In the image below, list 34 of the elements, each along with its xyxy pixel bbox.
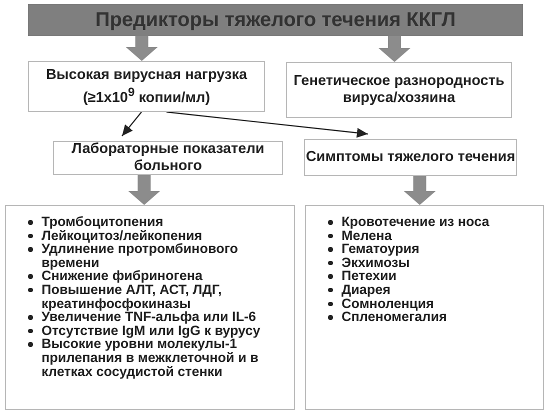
list-item: Снижение фибриногена xyxy=(42,269,203,283)
list-item: Мелена xyxy=(342,228,392,242)
list-item: Отсутствие IgM или IgG к вурусу xyxy=(42,324,260,338)
node-label: Высокая вирусная нагрузка (≥1x10$^{9}$ копии/мл) xyxy=(44,66,248,106)
list-item: Диарея xyxy=(342,282,391,297)
process-box xyxy=(304,139,517,176)
list-item: Удлинение протромбинового времени xyxy=(42,242,240,270)
node-label: Симптомы тяжелого течения xyxy=(306,149,516,166)
arrow xyxy=(122,112,142,136)
list-item: Петехии xyxy=(342,269,397,283)
list-item: Лейкоцитоз/лейкопения xyxy=(42,228,202,242)
list-box xyxy=(305,205,544,410)
list-item: Тромбоцитопения xyxy=(42,215,164,229)
list-item: Кровотечение из носа xyxy=(342,215,490,229)
node-label: Лабораторные показатели больного xyxy=(70,141,266,175)
list-item: Увеличение TNF-альфа или IL-6 xyxy=(42,310,256,324)
block-arrow xyxy=(404,176,436,205)
block-arrow xyxy=(128,175,160,205)
list-item: Повышение АЛТ, АСТ, ЛДГ, креатинфосфокиназы xyxy=(42,282,223,310)
node-label: Генетическое разнородность вируса/хозяина xyxy=(292,73,506,107)
list-box xyxy=(5,205,295,410)
block-arrow xyxy=(126,36,158,61)
process-box xyxy=(53,141,283,175)
list-item: Сомноленция xyxy=(342,296,434,310)
list-item: Спленомегалия xyxy=(342,310,447,324)
title-bar xyxy=(28,4,523,36)
list-item: Высокие уровни молекулы-1 прилепания в межклеточной и в клетках сосудистой стенки xyxy=(42,337,258,378)
process-box xyxy=(286,62,512,118)
list-item: Экхимозы xyxy=(342,256,410,270)
arrow xyxy=(166,111,368,138)
process-box xyxy=(28,61,265,112)
block-arrow xyxy=(378,36,410,62)
title: Предикторы тяжелого течения ККГЛ xyxy=(95,12,456,28)
list-item: Гематоурия xyxy=(342,242,420,256)
